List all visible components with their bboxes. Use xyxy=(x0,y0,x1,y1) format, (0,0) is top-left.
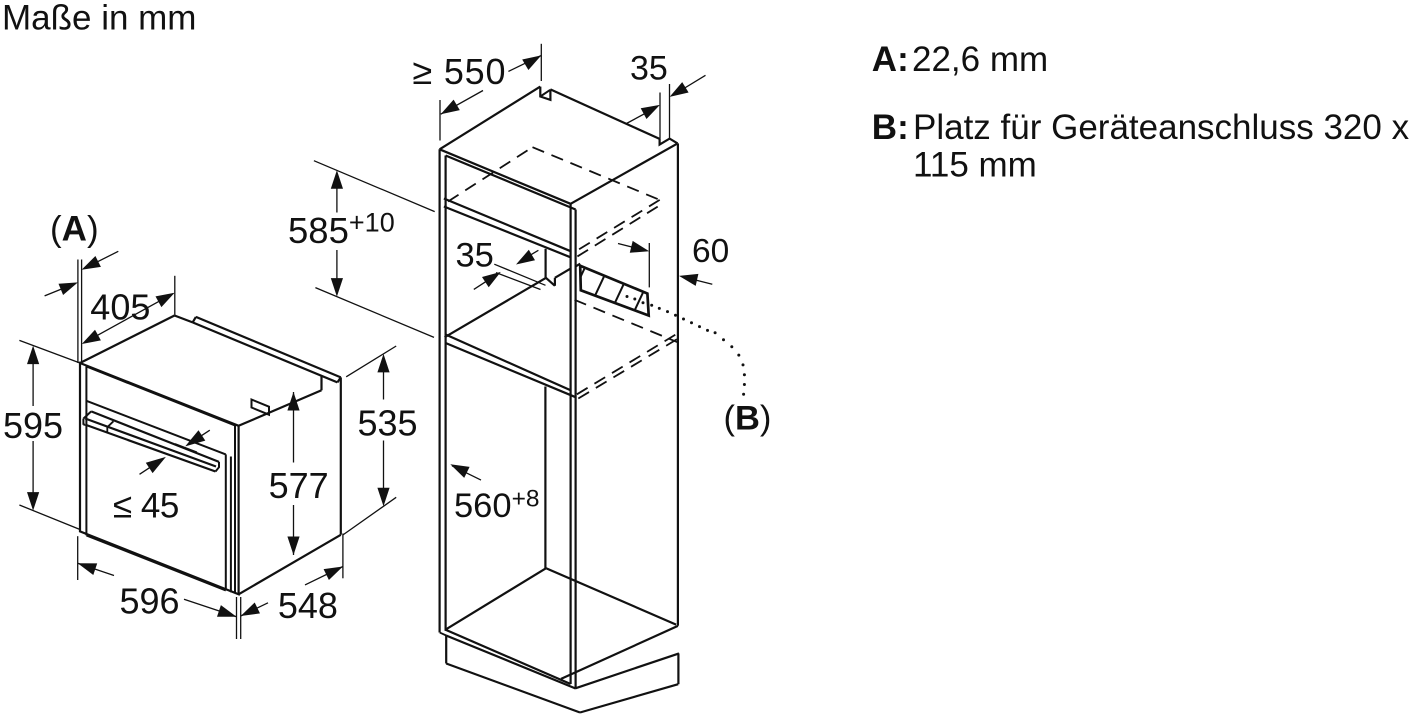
svg-text:(B): (B) xyxy=(724,400,772,438)
svg-text:560+8: 560+8 xyxy=(454,486,540,526)
svg-text:≤ 45: ≤ 45 xyxy=(113,486,179,525)
svg-text:35: 35 xyxy=(630,49,668,87)
svg-text:Maße in mm: Maße in mm xyxy=(2,0,196,38)
svg-text:A:22,6 mm: A:22,6 mm xyxy=(872,40,1048,79)
svg-text:577: 577 xyxy=(269,465,329,506)
svg-text:60: 60 xyxy=(692,233,729,270)
svg-text:596: 596 xyxy=(120,581,180,622)
svg-text:35: 35 xyxy=(456,237,494,275)
svg-text:595: 595 xyxy=(3,405,63,446)
svg-text:548: 548 xyxy=(278,585,338,626)
svg-text:585+10: 585+10 xyxy=(288,208,395,252)
svg-text:115 mm: 115 mm xyxy=(913,145,1037,184)
svg-text:(A): (A) xyxy=(50,210,99,249)
svg-text:B:Platz für Geräteanschluss 32: B:Platz für Geräteanschluss 320 x xyxy=(872,108,1410,147)
svg-text:405: 405 xyxy=(90,287,150,328)
svg-text:≥ 550: ≥ 550 xyxy=(413,51,507,92)
svg-text:535: 535 xyxy=(358,403,418,444)
